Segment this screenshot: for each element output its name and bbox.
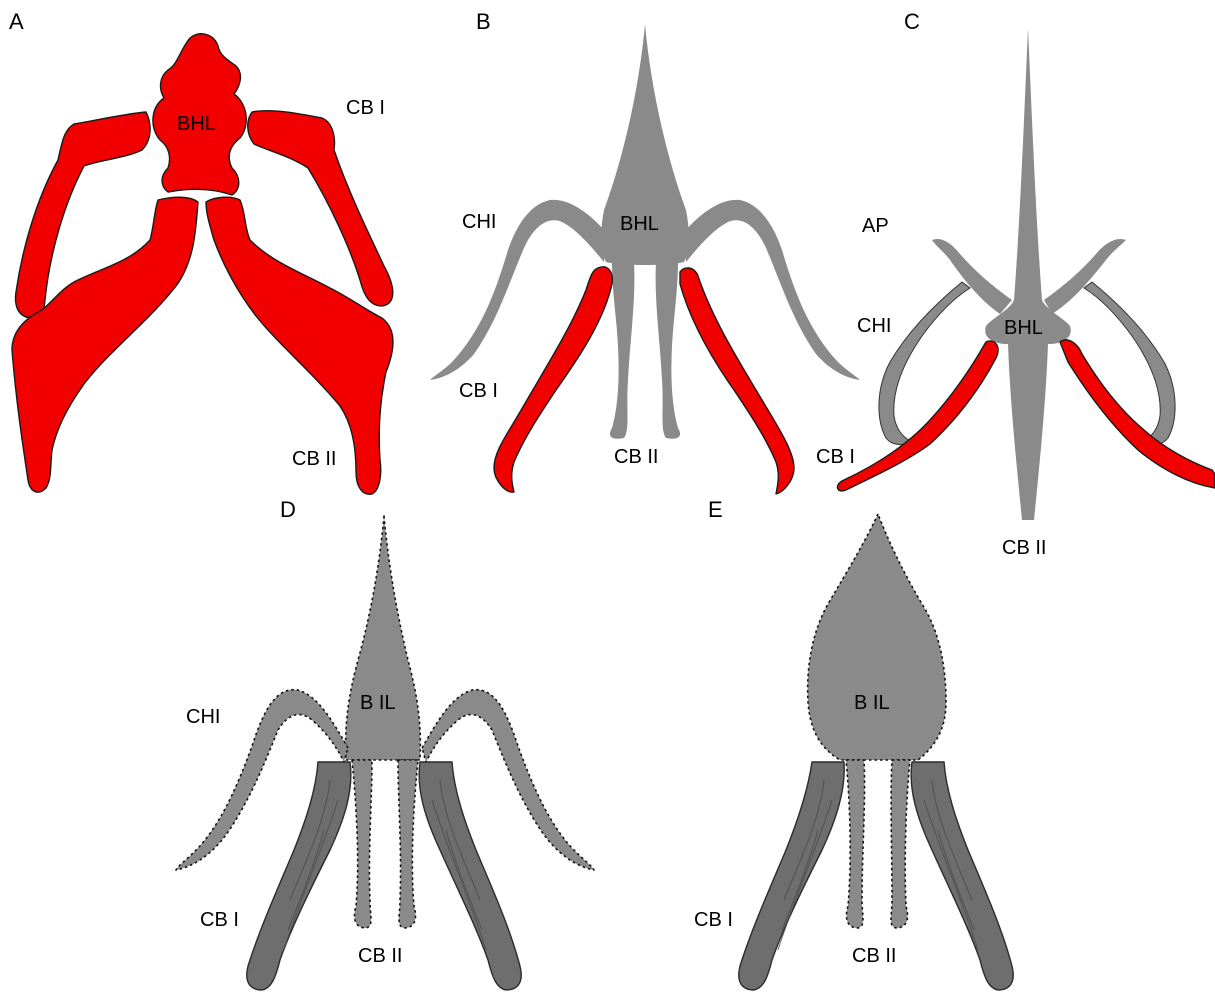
panel-c-chi-label: CHI [857, 315, 891, 337]
panel-b: B BHL CHI CB I CB II [430, 9, 860, 494]
panel-d-cb2-label: CB II [358, 945, 402, 967]
panel-e-cb1-label: CB I [694, 909, 733, 931]
panel-e-bhl-label: B IL [854, 692, 890, 714]
panel-c: C AP CHI BHL CB I CB II [816, 9, 1215, 559]
panel-e-cb2-right [891, 760, 910, 928]
panel-b-cb1-left [494, 267, 612, 492]
panel-c-basihyal [985, 28, 1071, 520]
panel-a: A BHL CB I CB II [9, 9, 393, 494]
panel-e-cb2-left [846, 760, 865, 928]
panel-b-cb2-label: CB II [614, 446, 658, 468]
panel-b-chi-label: CHI [462, 211, 496, 233]
panel-d-letter: D [280, 497, 296, 522]
panel-c-ap-label: AP [862, 215, 889, 237]
panel-e-letter: E [708, 497, 723, 522]
panel-c-cb1-left [837, 341, 998, 491]
panel-e: E B IL CB I CB II [694, 497, 1013, 990]
panel-d-cb2-left [352, 760, 372, 928]
panel-b-cb2-left [610, 262, 634, 439]
panel-b-cb2-right [656, 262, 680, 439]
panel-e-cb2-label: CB II [852, 945, 896, 967]
panel-a-cb2-label: CB II [292, 448, 336, 470]
panel-a-cb1-label: CB I [346, 97, 385, 119]
panel-b-bhl-label: BHL [620, 213, 659, 235]
panel-d: D CHI B IL CB I CB II [176, 497, 594, 990]
panel-b-cb1-label: CB I [459, 380, 498, 402]
panel-c-cb1-right [1060, 340, 1215, 488]
panel-c-bhl-label: BHL [1004, 317, 1043, 339]
panel-e-cb1-left [739, 762, 844, 990]
panel-b-letter: B [476, 9, 491, 34]
panel-c-cb1-label: CB I [816, 446, 855, 468]
panel-d-cb2-right [398, 760, 418, 928]
panel-d-cb1-label: CB I [200, 909, 239, 931]
panel-c-cb2-label: CB II [1002, 537, 1046, 559]
panel-e-basihyal [808, 514, 946, 760]
panel-c-letter: C [904, 9, 920, 34]
panel-d-bhl-label: B IL [360, 692, 396, 714]
panel-c-chi-left [879, 282, 970, 445]
panel-a-bhl-label: BHL [177, 113, 216, 135]
panel-a-letter: A [9, 9, 24, 34]
panel-d-basihyal [346, 516, 421, 760]
panel-d-cb1-left [247, 762, 351, 990]
panel-b-cb1-right [680, 268, 794, 494]
panel-d-chi-label: CHI [186, 706, 220, 728]
